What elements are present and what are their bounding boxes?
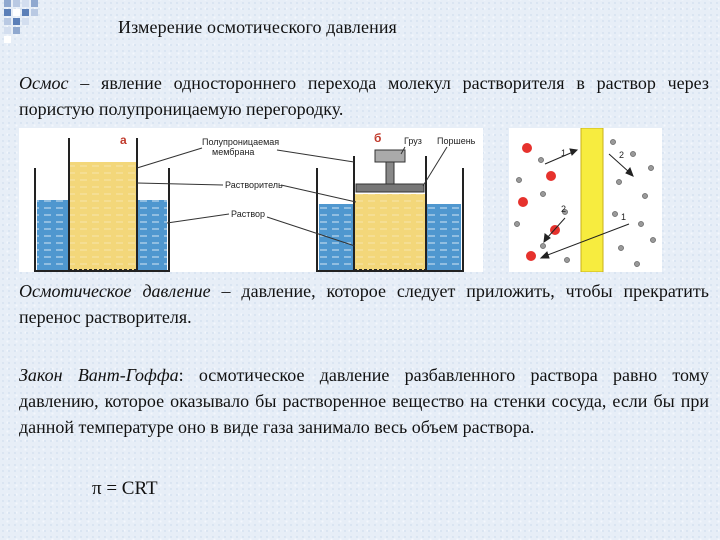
vant-hoff-law-definition: : осмотическое давление разбавленного ра… <box>19 365 709 437</box>
callout-weight: Груз <box>404 136 422 146</box>
osmosis-paragraph: Осмос – явление одностороннего перехода … <box>19 70 709 122</box>
figure-label-b: б <box>374 131 381 145</box>
vant-hoff-law-term: Закон Вант-Гоффа <box>19 365 179 385</box>
callout-piston: Поршень <box>437 136 476 146</box>
osmometer-figure: а б Полупроницаемая мембрана Груз Поршен… <box>19 128 483 272</box>
callout-membrane-line1: Полупроницаемая <box>202 137 279 147</box>
callout-lines <box>136 146 448 247</box>
membrane-figure: 1 2 2 1 <box>509 127 662 273</box>
osmosis-term: Осмос <box>19 73 69 93</box>
callout-membrane-line2: мембрана <box>212 147 254 157</box>
solvent-molecules <box>514 139 656 267</box>
slide-title: Измерение осмотического давления <box>118 17 397 37</box>
figure-label-a: а <box>120 133 127 147</box>
vessel-a <box>34 138 170 272</box>
label-1-top: 1 <box>561 148 566 158</box>
vessel-b <box>316 149 464 272</box>
osmosis-definition: – явление одностороннего перехода молеку… <box>19 73 709 119</box>
vant-hoff-formula: π = CRT <box>92 478 158 499</box>
label-1-bottom: 1 <box>621 212 626 222</box>
membrane-strip <box>580 127 604 273</box>
osmotic-pressure-term: Осмотическое давление <box>19 281 211 301</box>
label-2-top: 2 <box>619 150 624 160</box>
osmotic-pressure-definition: – давление, которое следует приложить, ч… <box>19 281 709 327</box>
vant-hoff-law-paragraph: Закон Вант-Гоффа: осмотическое давление … <box>19 362 709 440</box>
osmotic-pressure-paragraph: Осмотическое давление – давление, которо… <box>19 278 709 330</box>
callout-solvent: Растворитель <box>225 180 283 190</box>
callout-solution: Раствор <box>231 209 265 219</box>
decorative-squares <box>4 0 38 43</box>
flow-arrows <box>539 148 634 259</box>
label-2-bottom: 2 <box>561 204 566 214</box>
